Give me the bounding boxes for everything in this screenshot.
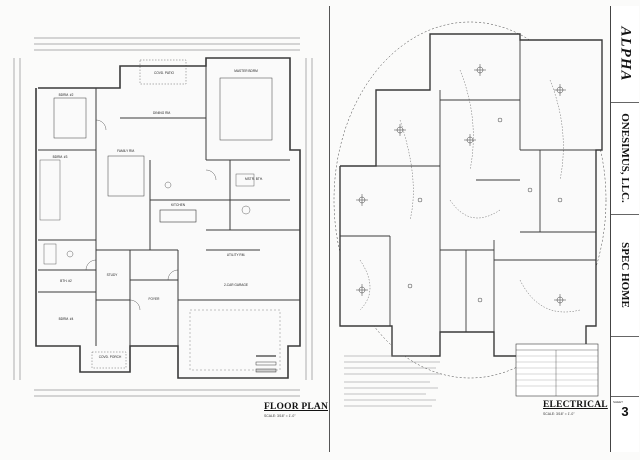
floor-plan-scale: SCALE: 3/16" = 1'-0" [264, 414, 296, 418]
company-logo-cell: ALPHA [611, 6, 639, 103]
room-label-master-bedroom: MASTER BDRM [234, 69, 258, 73]
title-block: ALPHA ONESIMUS, LLC. SPEC HOME SHEET 3 [610, 6, 639, 452]
electrical-title: ELECTRICAL [543, 400, 608, 410]
revision-cell [611, 336, 639, 397]
room-label-covered-patio: COVD. PATIO [154, 71, 175, 75]
room-label-bath-2: BTH. #2 [60, 279, 72, 283]
project-cell: SPEC HOME [611, 214, 639, 337]
room-label-covered-porch: COVD. PORCH [99, 355, 122, 359]
room-label-utility: UTILITY RM. [227, 253, 246, 257]
client-name: ONESIMUS, LLC. [619, 113, 631, 203]
sheet-number: 3 [621, 404, 629, 419]
room-label-bedroom-4: BDRM. #4 [59, 317, 74, 321]
room-label-study: STUDY [107, 273, 119, 277]
room-label-family-room: FAMILY RM. [117, 149, 135, 153]
client-cell: ONESIMUS, LLC. [611, 102, 639, 215]
floor-plan-title: FLOOR PLAN [264, 402, 329, 412]
room-label-dining: DINING RM. [153, 111, 171, 115]
room-label-master-bath: MSTR. BTH. [245, 177, 263, 181]
room-label-foyer: FOYER [149, 297, 161, 301]
room-label-garage: 2-CAR GARAGE [224, 283, 248, 287]
electrical-scale: SCALE: 3/16" = 1'-0" [543, 412, 575, 416]
sheet-divider [329, 6, 330, 452]
project-name: SPEC HOME [619, 242, 631, 308]
room-label-bedroom-3: BDRM. #3 [53, 155, 68, 159]
sheet-number-caption: SHEET [613, 400, 624, 404]
room-label-kitchen: KITCHEN [171, 203, 186, 207]
company-logo: ALPHA [617, 26, 634, 82]
room-label-bedroom-2: BDRM. #2 [59, 93, 74, 97]
